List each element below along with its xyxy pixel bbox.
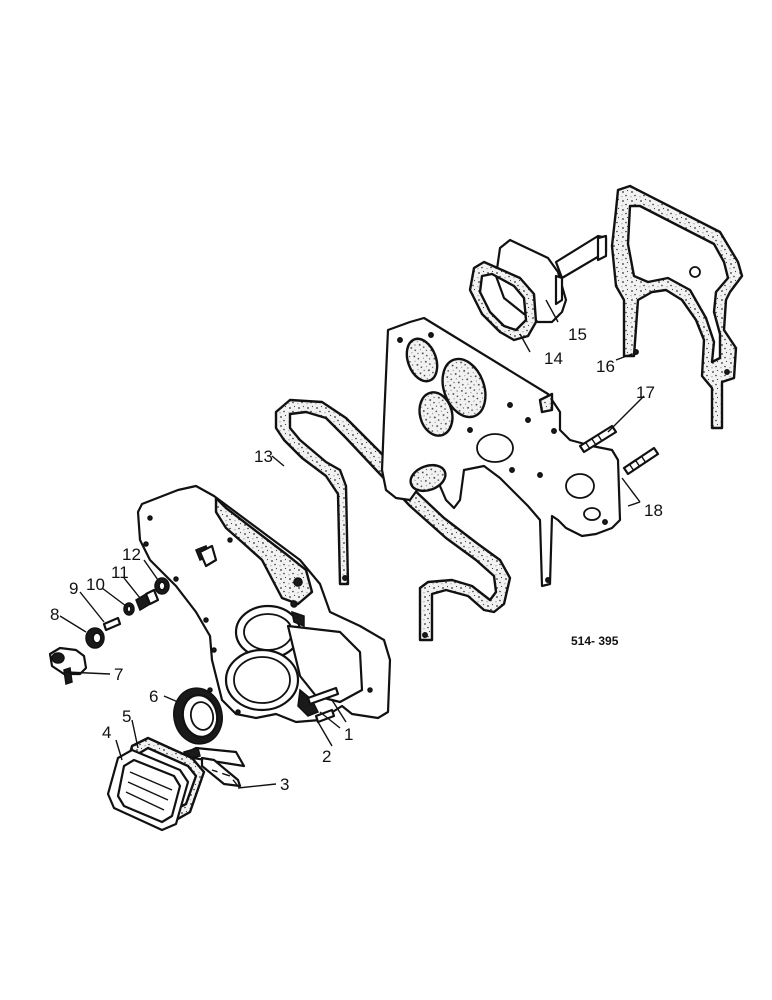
callout-3: 3 (280, 775, 289, 794)
callout-13: 13 (254, 447, 273, 466)
callout-15: 15 (568, 325, 587, 344)
callout-4: 4 (102, 723, 111, 742)
callout-8: 8 (50, 605, 59, 624)
callout-18: 18 (644, 501, 663, 520)
callout-17: 17 (636, 383, 655, 402)
callout-labels: 1 2 3 4 5 6 7 8 9 10 11 12 13 14 15 16 1… (50, 325, 663, 794)
mounting-bracket (178, 746, 246, 788)
callout-16: 16 (596, 357, 615, 376)
callout-12: 12 (122, 545, 141, 564)
washer (154, 577, 170, 595)
callout-11: 11 (111, 563, 129, 582)
leader-lines (59, 299, 645, 789)
pin (102, 616, 122, 632)
callout-9: 9 (69, 579, 78, 598)
stud-17 (578, 424, 618, 454)
backplate-gasket (274, 398, 512, 642)
callout-2: 2 (322, 747, 331, 766)
timing-gear-housing (136, 484, 392, 724)
callout-1: 1 (344, 725, 353, 744)
inspection-cover (106, 748, 190, 832)
plate-gasket (468, 260, 538, 342)
timing-cover-gasket-upper (610, 184, 744, 430)
drive-fitting (48, 646, 88, 685)
nut (85, 627, 105, 649)
stud-18 (622, 446, 660, 476)
callout-6: 6 (149, 687, 158, 706)
drawing-reference-code: 514- 395 (571, 634, 619, 648)
callout-5: 5 (122, 707, 131, 726)
oil-seal (173, 687, 223, 745)
callout-7: 7 (114, 665, 123, 684)
callout-10: 10 (86, 575, 105, 594)
callout-14: 14 (544, 349, 563, 368)
o-ring (123, 602, 135, 616)
adapter (135, 588, 160, 612)
engine-back-plate (380, 316, 622, 588)
cover-plate (494, 234, 608, 324)
